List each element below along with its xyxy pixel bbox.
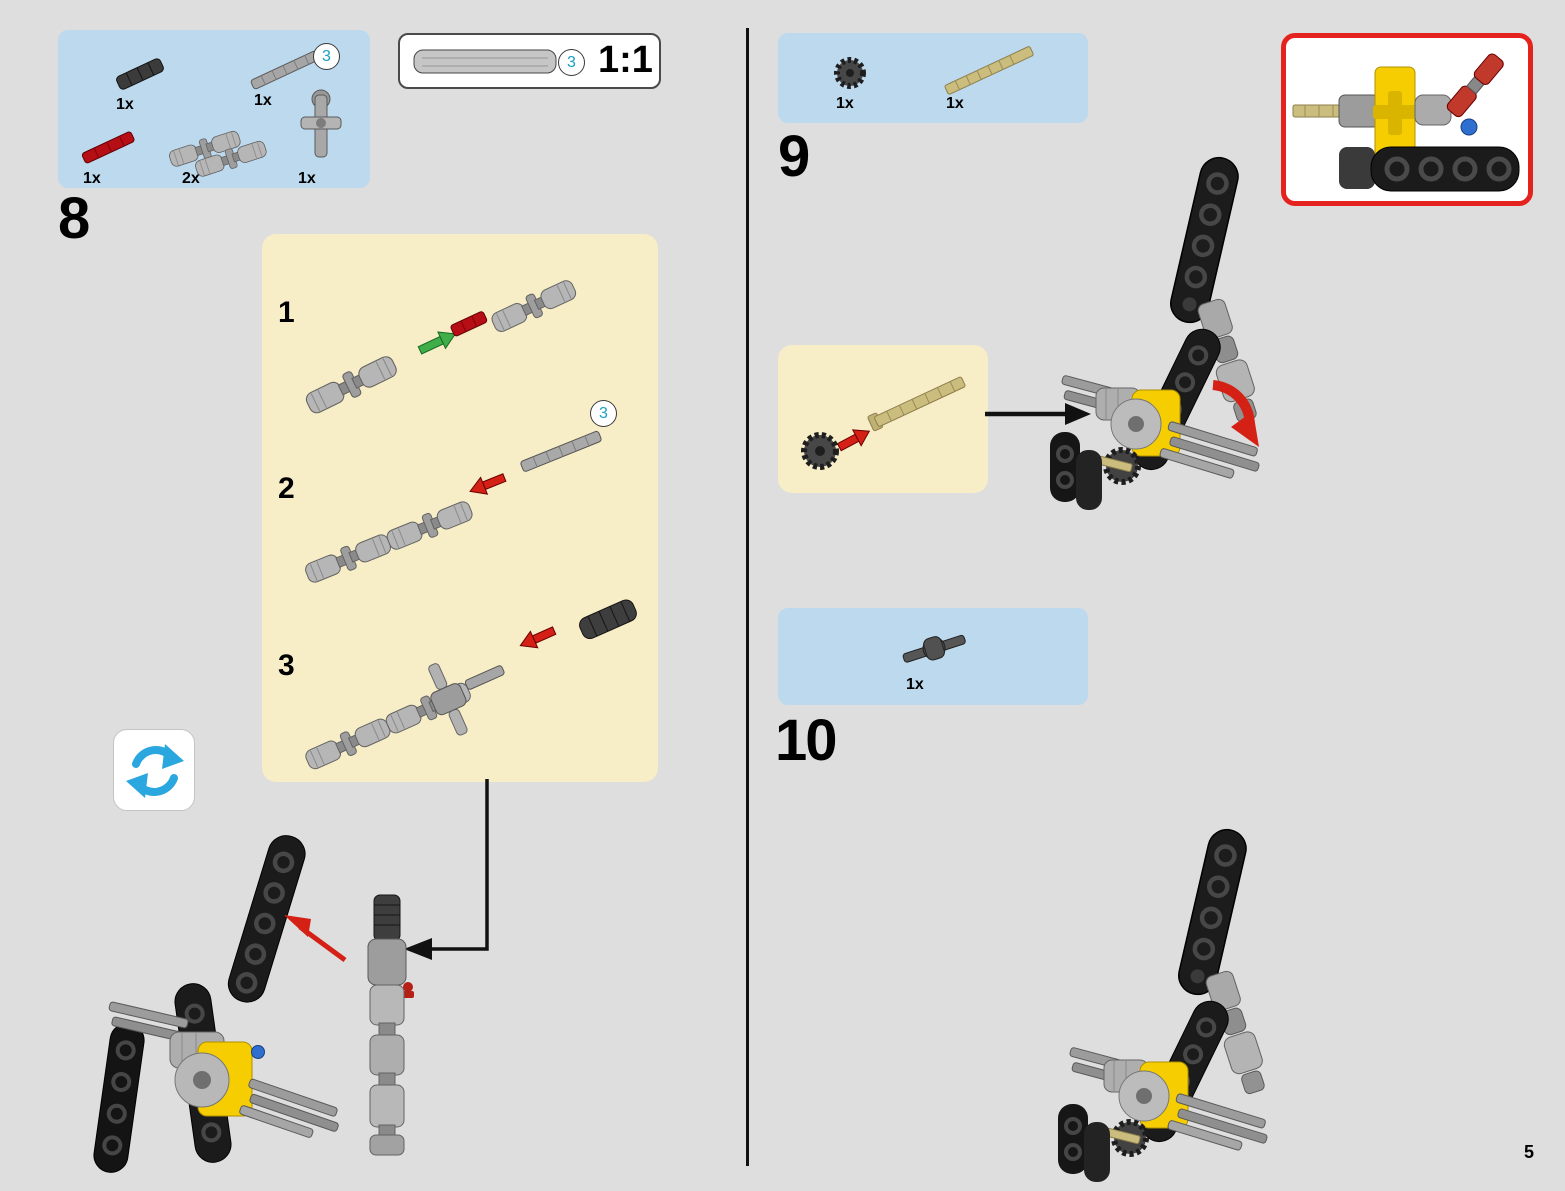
blue-pin xyxy=(1460,118,1478,136)
step8-number: 8 xyxy=(58,186,90,251)
cross-piece xyxy=(428,663,505,736)
page-number: 5 xyxy=(1524,1142,1535,1162)
column-divider xyxy=(746,28,749,1166)
part-count: 1x xyxy=(906,676,924,693)
red-arrow xyxy=(836,429,871,452)
part-count: 1x xyxy=(116,96,134,113)
part-count: 1x xyxy=(836,95,854,112)
tan-axle xyxy=(867,376,966,432)
step9-insert-drawing xyxy=(801,376,966,470)
axle-length-badge: 3 xyxy=(313,43,340,70)
step8-parts-box: 1x 1x 3 1x 2x 1x xyxy=(58,30,370,188)
rotation-arrow-red xyxy=(1212,380,1259,447)
substep-3-drawing xyxy=(302,599,637,774)
scale-ratio-label: 1:1 xyxy=(598,39,653,81)
detail-callout-drawing xyxy=(1292,53,1520,192)
step9-parts-box: 1x 1x xyxy=(778,33,1088,123)
part-count: 1x xyxy=(298,170,316,187)
step9-assembly-drawing xyxy=(1040,148,1305,513)
axle-actual-size-icon xyxy=(413,49,557,74)
part-count: 1x xyxy=(254,92,272,109)
substep-3-label: 3 xyxy=(278,649,295,682)
part-count: 1x xyxy=(946,95,964,112)
red-axle-icon xyxy=(81,131,135,164)
red-arrow xyxy=(469,473,507,495)
red-arrow xyxy=(519,626,557,649)
substep-2-label: 2 xyxy=(278,472,295,505)
axle-length-badge: 3 xyxy=(590,400,617,427)
red-axle-piece xyxy=(450,311,488,337)
subassembly-connector-arrow xyxy=(404,779,489,960)
step10-parts-box: 1x xyxy=(778,608,1088,705)
red-universal-joint xyxy=(1446,53,1504,118)
detail-callout-box xyxy=(1281,33,1533,206)
pole-reverser-icon xyxy=(300,89,342,158)
insert-direction-arrow xyxy=(985,403,1091,425)
scale-1-1-box: 3 1:1 xyxy=(398,33,661,89)
substep-1-drawing xyxy=(302,276,580,418)
step8-subassembly-box: 1 2 3 3 xyxy=(262,234,658,782)
step8-assembly-drawing xyxy=(78,823,415,1173)
part-count: 2x xyxy=(182,170,200,187)
black-pin-icon xyxy=(116,58,164,90)
tan-axle-icon xyxy=(944,46,1034,95)
axle-connector-icon xyxy=(902,634,966,663)
red-arrow xyxy=(284,915,347,963)
step9-insert-box xyxy=(778,345,988,493)
substep-1-label: 1 xyxy=(278,296,295,329)
dark-axle-connector xyxy=(579,599,637,640)
universal-joint-icon xyxy=(167,127,269,180)
gray-axle xyxy=(520,430,602,472)
gear-icon xyxy=(834,57,866,89)
step10-assembly-drawing xyxy=(1048,820,1313,1185)
part-count: 1x xyxy=(83,170,101,187)
substep-2-drawing xyxy=(302,430,602,587)
green-arrow xyxy=(417,331,457,355)
step9-number: 9 xyxy=(778,124,810,189)
axle-length-badge: 3 xyxy=(558,49,585,76)
rotate-icon xyxy=(126,744,184,798)
rotate-model-box xyxy=(113,729,195,811)
step10-number: 10 xyxy=(775,708,837,773)
